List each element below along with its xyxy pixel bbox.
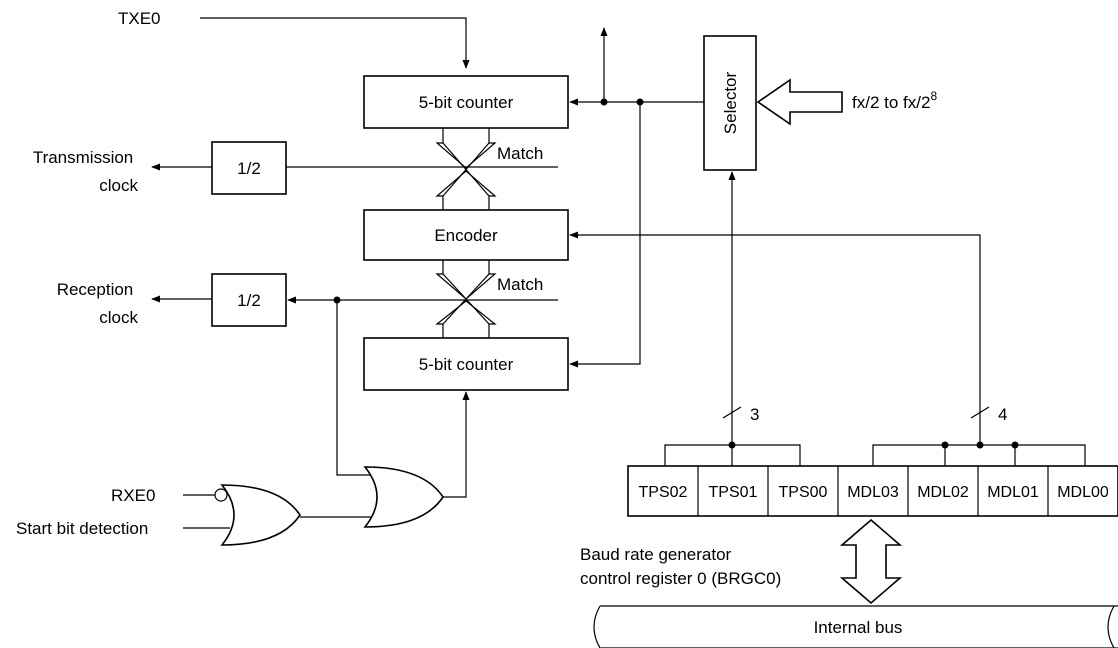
- mdl-bus-width: 4: [998, 405, 1007, 424]
- or-gate-1: [220, 484, 301, 546]
- rxe0-label: RXE0: [111, 486, 155, 505]
- divider-rx-block: 1/2: [211, 273, 287, 327]
- internal-bus-label: Internal bus: [814, 618, 903, 637]
- clock-input-hollow-arrow: [756, 78, 843, 126]
- register-bit-mdl02: MDL02: [917, 484, 969, 501]
- brgc0-register: TPS02 TPS01 TPS00 MDL03 MDL02 MDL01 MDL00: [627, 465, 1118, 517]
- register-bit-mdl03: MDL03: [847, 484, 899, 501]
- selector-to-counter-bottom-wire: [569, 102, 641, 368]
- register-bit-mdl01: MDL01: [987, 484, 1039, 501]
- encoder-label: Encoder: [434, 226, 498, 245]
- selector-label: Selector: [721, 71, 740, 134]
- divider-rx-label: 1/2: [237, 291, 261, 310]
- register-bit-mdl00: MDL00: [1057, 484, 1109, 501]
- register-bit-tps02: TPS02: [639, 484, 688, 501]
- junction-dot: [941, 441, 949, 449]
- match-label-upper: Match: [497, 144, 543, 163]
- mdl-bus-slash: [970, 406, 990, 419]
- txe0-wire: [200, 17, 470, 69]
- or2-output-wire: [443, 391, 470, 498]
- match-arrows-lower: [435, 260, 497, 338]
- register-caption: Baud rate generator control register 0 (…: [580, 545, 781, 588]
- junction-dot: [1011, 441, 1019, 449]
- tps-bus-slash: [722, 406, 742, 419]
- counter-top-label: 5-bit counter: [419, 93, 514, 112]
- match-arrows-upper: [435, 128, 497, 210]
- counter-top-block: 5-bit counter: [363, 75, 569, 129]
- txe0-label: TXE0: [118, 9, 161, 28]
- match-label-lower: Match: [497, 275, 543, 294]
- start-bit-detection-label: Start bit detection: [16, 519, 148, 538]
- rxe0-inverter-bubble: [214, 488, 228, 502]
- or-gate-2: [363, 466, 444, 528]
- transmission-clock-label: Transmission clock: [33, 148, 139, 195]
- rx-feedback-wire: [336, 300, 372, 476]
- tps-bus-width: 3: [750, 405, 759, 424]
- register-bit-tps00: TPS00: [779, 484, 828, 501]
- counter-bottom-label: 5-bit counter: [419, 355, 514, 374]
- mdl-to-encoder-wire: [569, 231, 981, 445]
- divider-tx-label: 1/2: [237, 159, 261, 178]
- register-bit-tps01: TPS01: [709, 484, 758, 501]
- encoder-block: Encoder: [363, 209, 569, 261]
- register-bus-double-arrow: [839, 518, 903, 605]
- counter-bottom-block: 5-bit counter: [363, 337, 569, 391]
- reception-clock-label: Reception clock: [57, 280, 139, 327]
- selector-block: Selector: [703, 35, 757, 171]
- internal-bus: Internal bus: [593, 605, 1118, 648]
- clock-source-label: fx/2 to fx/28: [852, 89, 937, 112]
- divider-tx-block: 1/2: [211, 141, 287, 195]
